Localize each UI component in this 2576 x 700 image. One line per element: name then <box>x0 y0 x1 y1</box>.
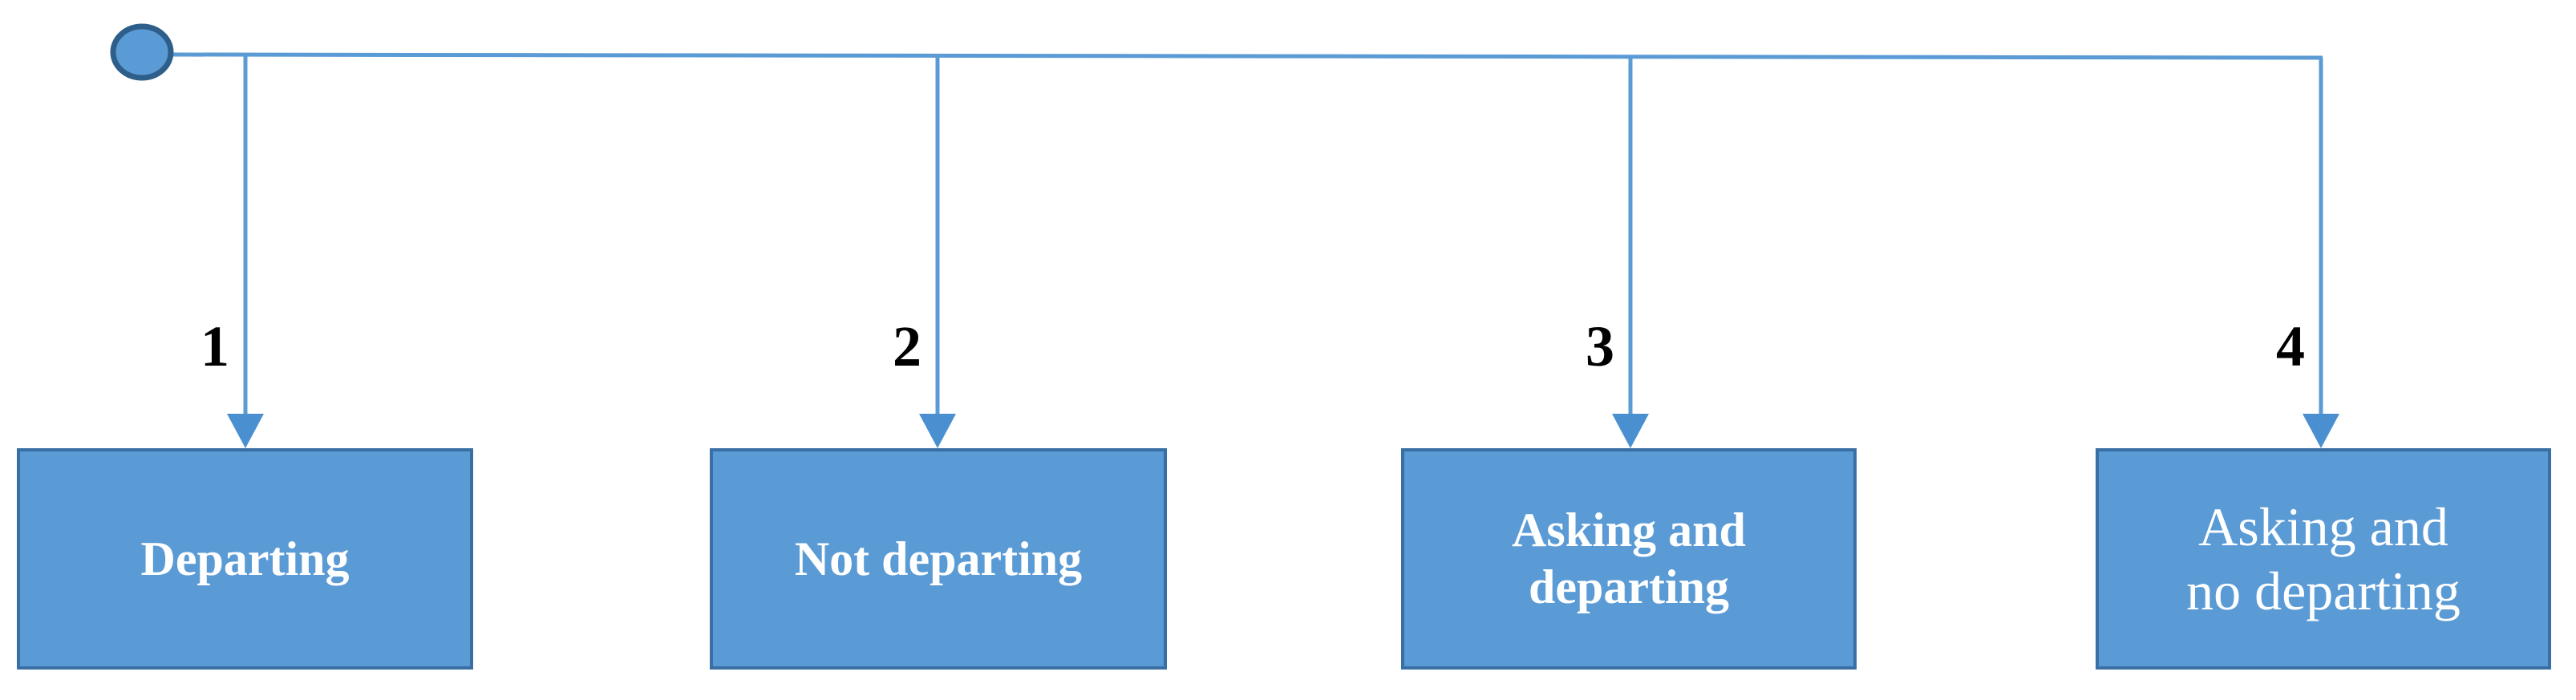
branch-number-1: 1 <box>200 314 229 378</box>
outcome-box-asking-and-no-departing[interactable]: Asking and no departing <box>2096 448 2551 670</box>
outcome-box-label: Asking and no departing <box>2186 496 2461 621</box>
outcome-box-label: Not departing <box>794 532 1083 585</box>
outcome-box-label: Departing <box>140 532 350 585</box>
outcome-box-asking-and-departing[interactable]: Asking and departing <box>1401 448 1857 670</box>
outcome-box-not-departing[interactable]: Not departing <box>710 448 1167 670</box>
outcome-box-label: Asking and departing <box>1512 504 1746 613</box>
arrowhead-1 <box>227 414 264 448</box>
branch-number-4: 4 <box>2276 314 2305 378</box>
trunk-line <box>170 52 2323 60</box>
arrowhead-2 <box>919 414 956 448</box>
branch-number-2: 2 <box>893 314 921 378</box>
arrowhead-3 <box>1612 414 1649 448</box>
arrowhead-4 <box>2303 414 2339 448</box>
start-node-ellipse <box>110 23 174 81</box>
outcome-box-departing[interactable]: Departing <box>17 448 473 670</box>
branch-number-3: 3 <box>1586 314 1614 378</box>
